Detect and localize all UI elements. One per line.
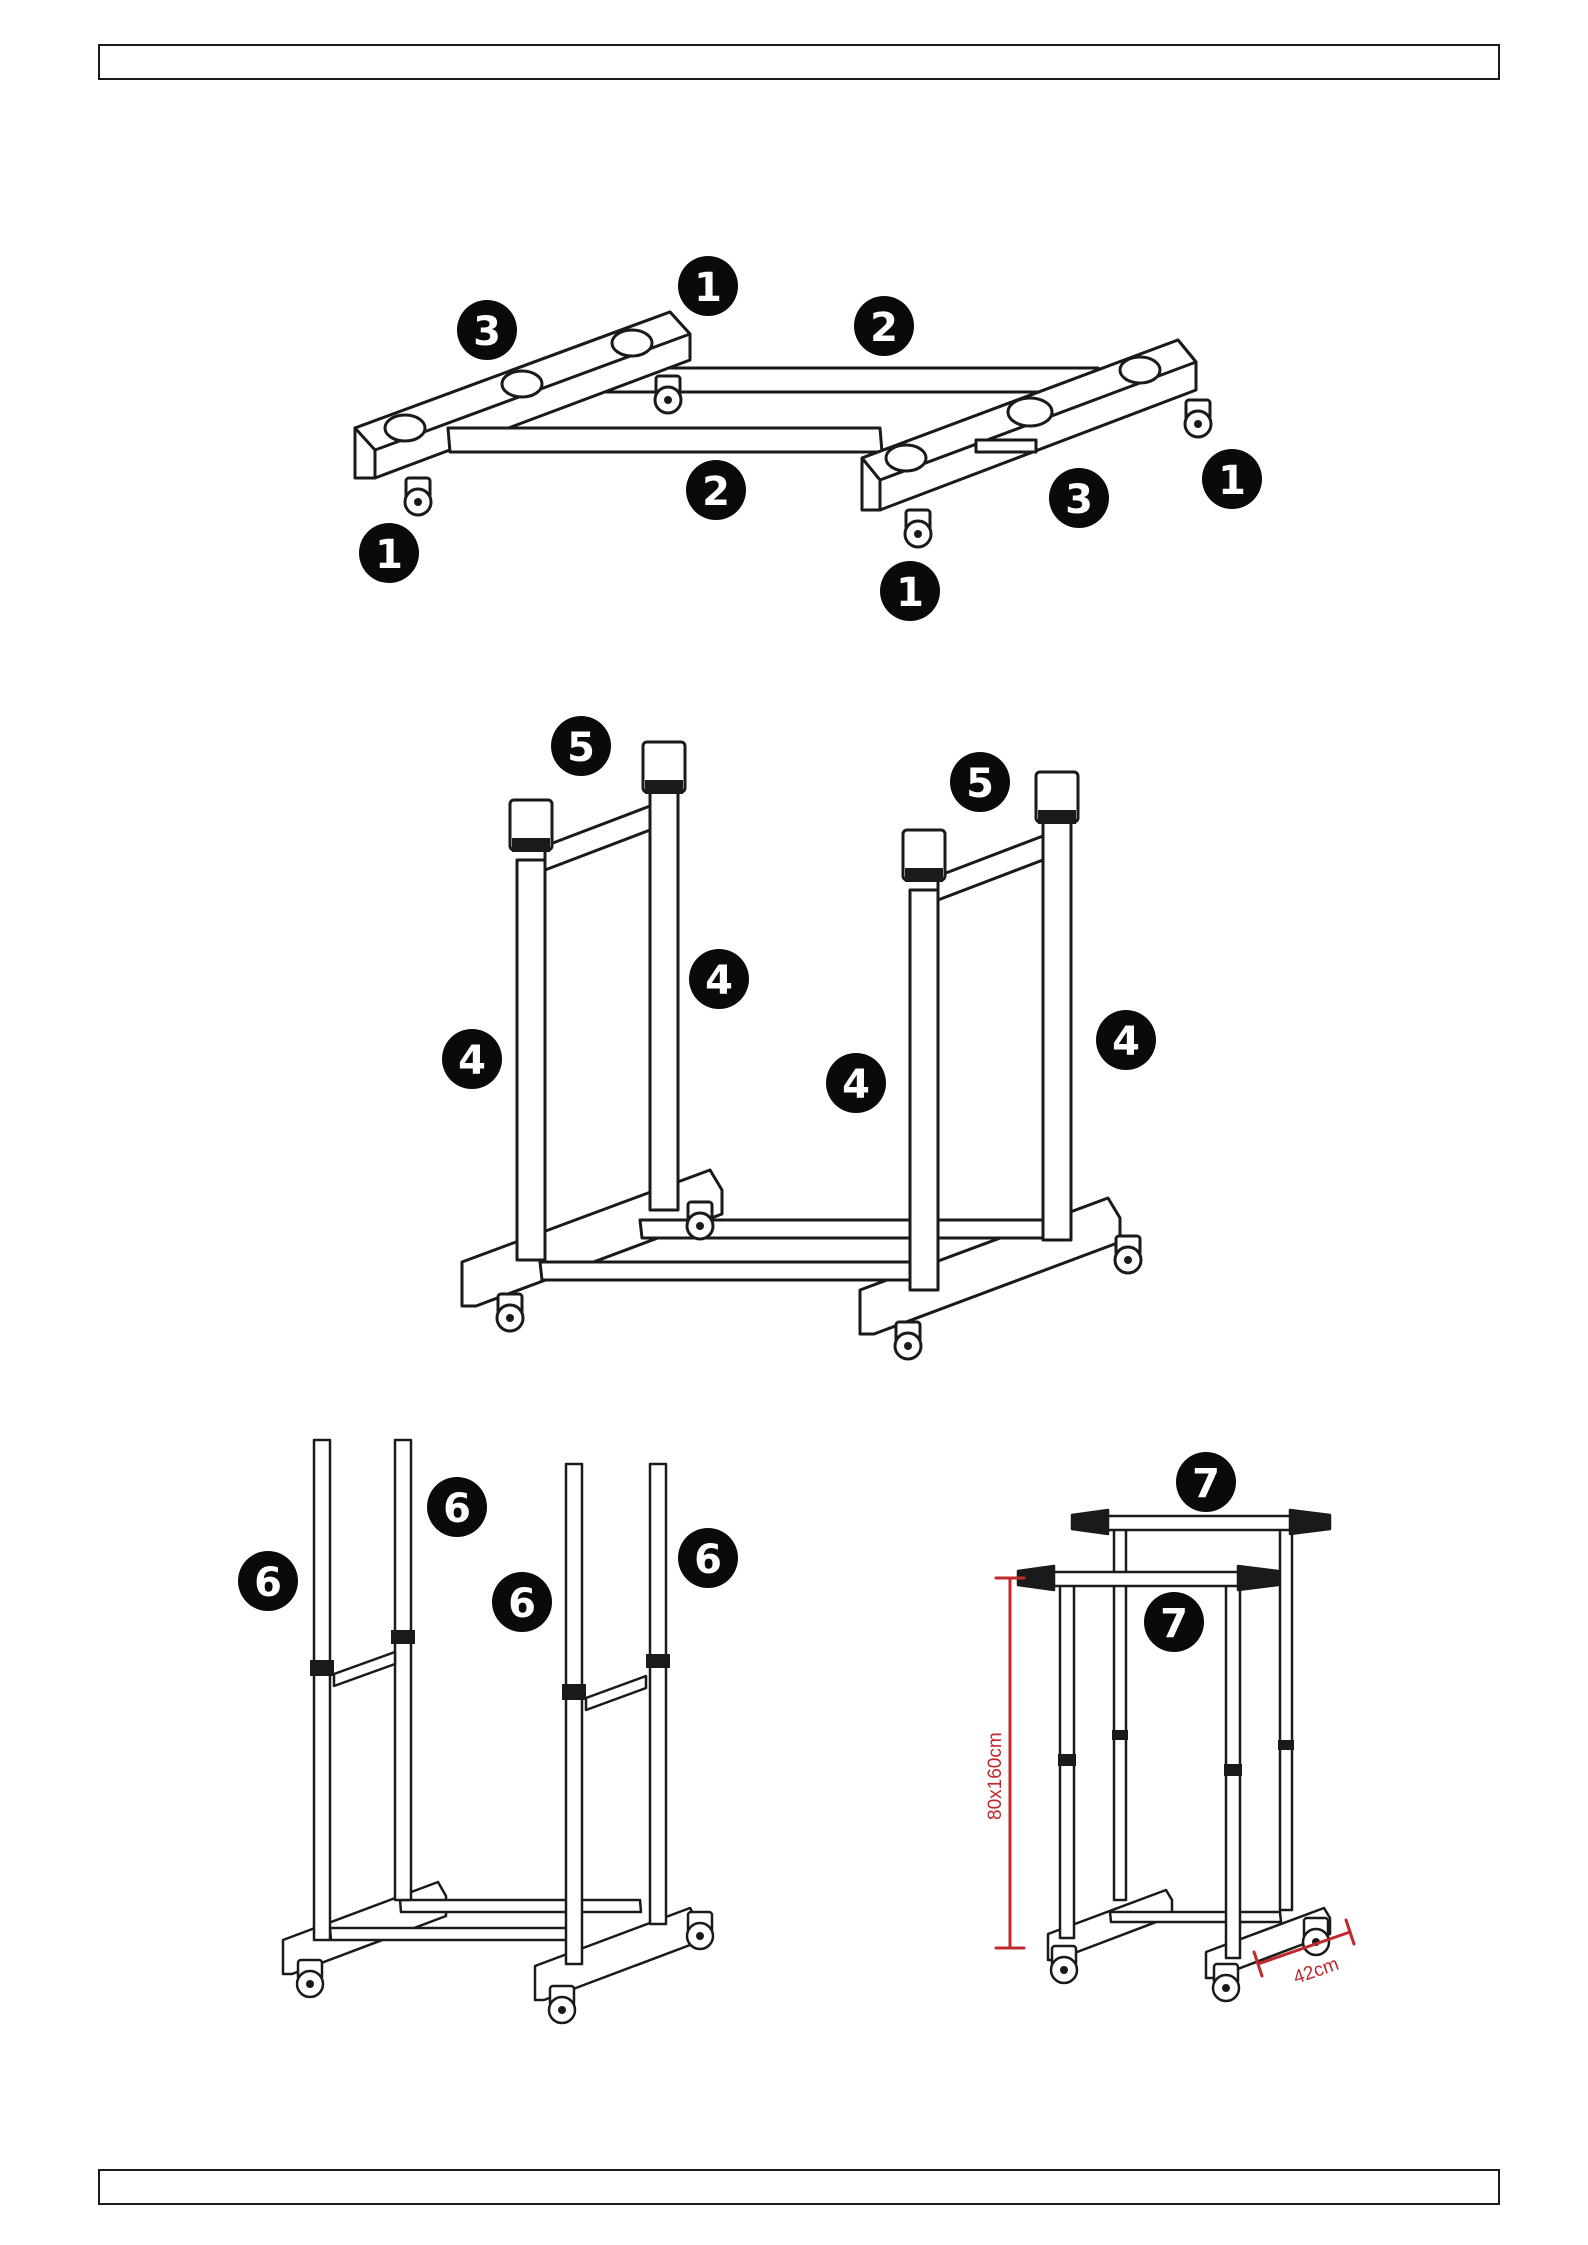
- callout-number: 5: [966, 761, 994, 807]
- callout-badge: 6: [238, 1551, 298, 1611]
- callout-number: 1: [1218, 458, 1246, 504]
- caster-icon: [549, 1986, 575, 2023]
- callout-badge: 4: [689, 949, 749, 1009]
- step2-upright-assembly: [462, 742, 1141, 1359]
- callout-number: 7: [1192, 1461, 1220, 1507]
- callout-badge: 3: [1049, 468, 1109, 528]
- callout-number: 2: [870, 305, 898, 351]
- caster-icon: [655, 376, 681, 413]
- callout-badge: 7: [1176, 1452, 1236, 1512]
- callout-number: 1: [375, 532, 403, 578]
- callout-badge: 3: [457, 300, 517, 360]
- crossbar-front: [448, 428, 882, 452]
- caster-icon: [687, 1912, 713, 1949]
- caster-icon: [1051, 1946, 1077, 1983]
- caster-icon: [1303, 1918, 1329, 1955]
- callout-badge: 2: [854, 296, 914, 356]
- callout-number: 2: [702, 469, 730, 515]
- callout-number: 4: [458, 1038, 486, 1084]
- callout-badge: 1: [359, 523, 419, 583]
- callout-number: 6: [254, 1560, 282, 1606]
- caster-icon: [297, 1960, 323, 1997]
- caster-icon: [497, 1294, 523, 1331]
- callout-badge: 2: [686, 460, 746, 520]
- callout-number: 3: [473, 309, 501, 355]
- callout-number: 3: [1065, 477, 1093, 523]
- caster-icon: [1115, 1236, 1141, 1273]
- callout-number: 7: [1160, 1601, 1188, 1647]
- callout-badge: 6: [678, 1528, 738, 1588]
- callout-badge: 4: [826, 1053, 886, 1113]
- callout-number: 4: [705, 958, 733, 1004]
- step3-extension-assembly: [283, 1440, 713, 2023]
- callout-number: 5: [567, 725, 595, 771]
- caster-icon: [1213, 1964, 1239, 2001]
- callout-badge: 4: [1096, 1010, 1156, 1070]
- callout-badge: 4: [442, 1029, 502, 1089]
- depth-dimension-label: 42cm: [1291, 1954, 1342, 1989]
- callout-number: 6: [443, 1486, 471, 1532]
- right-foot: [862, 340, 1196, 510]
- caster-icon: [905, 510, 931, 547]
- callout-badge: 5: [950, 752, 1010, 812]
- callout-badge: 1: [1202, 449, 1262, 509]
- callout-badge: 6: [427, 1477, 487, 1537]
- caster-icon: [1185, 400, 1211, 437]
- caster-icon: [405, 478, 431, 515]
- callout-number: 4: [842, 1062, 870, 1108]
- caster-icon: [895, 1322, 921, 1359]
- callout-number: 4: [1112, 1019, 1140, 1065]
- callout-badge: 6: [492, 1572, 552, 1632]
- callout-number: 6: [508, 1581, 536, 1627]
- callout-number: 6: [694, 1537, 722, 1583]
- height-dimension-label: 80x160cm: [985, 1732, 1006, 1820]
- callout-badge: 7: [1144, 1592, 1204, 1652]
- caster-icon: [687, 1202, 713, 1239]
- callout-number: 1: [694, 265, 722, 311]
- callout-badge: 5: [551, 716, 611, 776]
- callout-badge: 1: [678, 256, 738, 316]
- step4-finished-rack: [1018, 1510, 1330, 2001]
- callout-badge: 1: [880, 561, 940, 621]
- callout-number: 1: [896, 570, 924, 616]
